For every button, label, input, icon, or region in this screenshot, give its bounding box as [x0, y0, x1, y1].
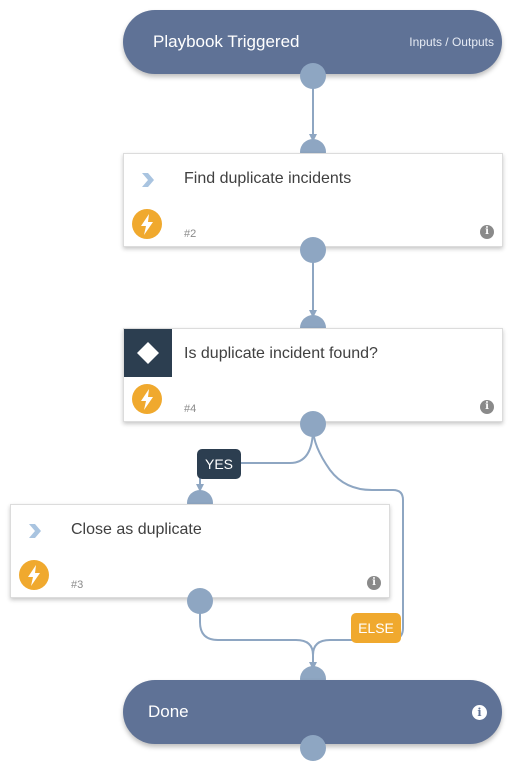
task-label: Find duplicate incidents	[184, 170, 352, 187]
start-node-title: Playbook Triggered	[153, 32, 300, 51]
edge-condition-else	[309, 427, 404, 670]
task-label: Close as duplicate	[71, 521, 202, 538]
else-branch-label[interactable]: ELSE	[351, 613, 401, 643]
task-node-close-as-duplicate[interactable]: Close as duplicate #3 i	[10, 504, 390, 598]
chevron-right-icon	[140, 172, 156, 193]
info-icon[interactable]: i	[480, 400, 494, 414]
output-port[interactable]	[300, 735, 326, 761]
lightning-bolt-icon	[19, 560, 49, 590]
output-port[interactable]	[187, 588, 213, 614]
task-number: #4	[184, 403, 197, 415]
output-port[interactable]	[300, 411, 326, 437]
task-node-find-duplicates[interactable]: Find duplicate incidents #2 i	[123, 153, 503, 247]
info-icon[interactable]: i	[480, 225, 494, 239]
edge-close-to-done	[199, 602, 314, 656]
output-port[interactable]	[300, 63, 326, 89]
output-port[interactable]	[300, 237, 326, 263]
task-number: #3	[71, 579, 84, 591]
end-node-title: Done	[148, 702, 189, 721]
condition-diamond-icon	[124, 329, 172, 377]
condition-node-duplicate-found[interactable]: Is duplicate incident found? #4 i	[123, 328, 503, 422]
done-node[interactable]: Done i	[123, 680, 502, 744]
chevron-right-icon	[27, 523, 43, 544]
lightning-bolt-icon	[132, 384, 162, 414]
lightning-bolt-icon	[132, 209, 162, 239]
info-icon[interactable]: i	[367, 576, 381, 590]
inputs-outputs-link[interactable]: Inputs / Outputs	[409, 35, 494, 49]
yes-branch-label[interactable]: YES	[197, 449, 241, 479]
task-label: Is duplicate incident found?	[184, 345, 378, 362]
task-number: #2	[184, 228, 197, 240]
info-icon[interactable]: i	[472, 705, 487, 720]
